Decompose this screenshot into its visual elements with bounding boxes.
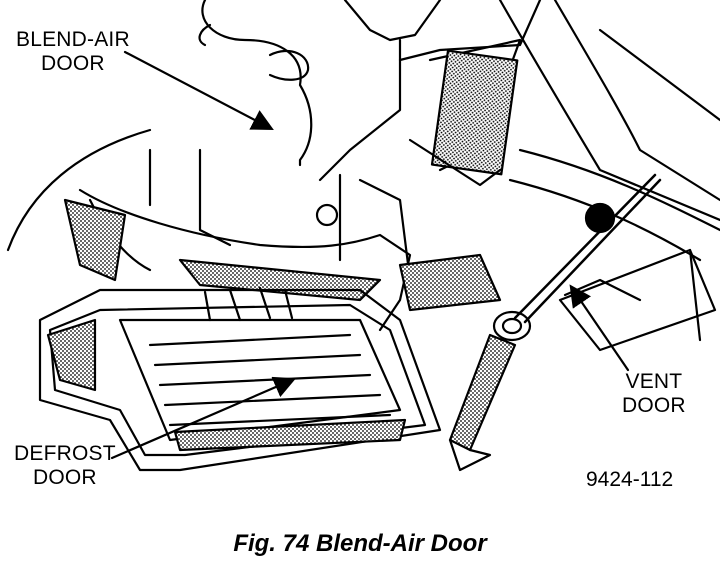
vent-door-label-line1: VENT <box>625 370 683 393</box>
housing-outer-edge <box>6 128 152 252</box>
blend-air-door-label: BLEND-AIR DOOR <box>16 28 130 76</box>
vent-door-leader <box>569 284 630 372</box>
defrost-door-label-line2: DOOR <box>32 466 97 489</box>
finger-nail <box>268 49 310 81</box>
tool-handle <box>448 333 517 452</box>
vent-door-label-line2: DOOR <box>622 394 686 417</box>
defrost-door-label: DEFROST DOOR <box>14 442 116 490</box>
figure-caption: Fig. 74 Blend-Air Door <box>233 530 487 557</box>
defrost-door-leader <box>110 376 297 460</box>
blend-air-door-label-line2: DOOR <box>41 52 105 75</box>
vent-door-plate <box>558 248 717 352</box>
figure-code: 9424-112 <box>586 468 674 491</box>
blend-air-leader <box>123 50 274 131</box>
defrost-door-label-line1: DEFROST <box>14 442 116 465</box>
upper-duct <box>343 0 442 42</box>
hand-outline <box>201 0 313 167</box>
blend-air-door-panel <box>78 188 412 332</box>
blend-air-door-label-line1: BLEND-AIR <box>16 28 130 51</box>
door-pivot <box>584 202 616 234</box>
vent-door-label: VENT DOOR <box>622 370 686 418</box>
